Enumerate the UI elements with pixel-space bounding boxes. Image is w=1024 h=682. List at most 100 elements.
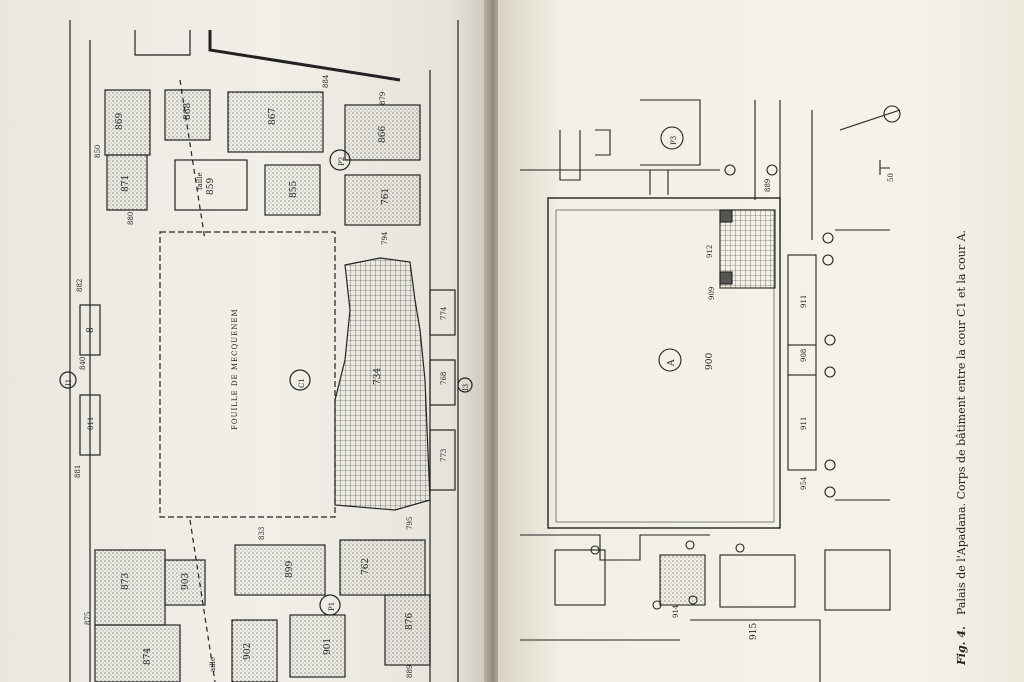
room-774 <box>429 289 456 336</box>
room-855 <box>264 164 321 216</box>
room-label: 879 <box>379 92 387 105</box>
north-arrow-icon <box>839 109 901 131</box>
room-label: 868 <box>183 103 193 120</box>
room-859 <box>174 159 248 211</box>
room-label: 880 <box>127 212 135 225</box>
pillar <box>822 254 834 266</box>
pillar <box>590 545 600 555</box>
room-867 <box>227 91 324 153</box>
room-label: 902 <box>243 643 253 660</box>
left-plan <box>59 20 473 682</box>
room-871 <box>106 154 148 211</box>
right-page <box>498 0 1024 682</box>
fault-line <box>189 519 216 682</box>
wall <box>559 130 581 181</box>
room-label: 855 <box>289 181 299 198</box>
pillar-base <box>719 271 733 285</box>
room-773 <box>429 429 456 491</box>
wall <box>208 30 401 82</box>
room-874 <box>94 624 181 682</box>
courtyard-a <box>547 197 781 529</box>
marker-a-circle <box>658 348 682 372</box>
wall <box>520 534 710 561</box>
room-911-lower <box>787 374 817 471</box>
pillar-base <box>719 209 733 223</box>
room-label: 795 <box>406 517 414 530</box>
marker-label-a: A <box>667 359 677 367</box>
room-label: 900 <box>705 353 715 370</box>
room-label: 911 <box>800 417 808 430</box>
room-label: 899 <box>285 561 295 578</box>
room-label: 761 <box>381 188 391 205</box>
room-768 <box>429 359 456 406</box>
right-plan-labels: 900 912 909 911 911 908 954 889 914 915 … <box>667 136 895 640</box>
room-label: 889 <box>406 665 414 678</box>
room-label: 774 <box>440 306 448 320</box>
room-label: 881 <box>74 465 82 478</box>
room-label: 768 <box>440 372 448 385</box>
room-label: 876 <box>405 613 415 630</box>
pillar <box>824 459 836 471</box>
room-label: 869 <box>115 113 125 130</box>
room <box>719 554 796 608</box>
room-label: 903 <box>181 573 191 590</box>
room-8 <box>79 304 101 356</box>
scale-bar-icon <box>879 160 890 175</box>
marker-c1-circle <box>289 369 311 391</box>
room-label: 859 <box>206 178 216 195</box>
pillar <box>735 543 745 553</box>
figure-number: Fig. 4. <box>955 626 968 666</box>
room-762 <box>339 539 426 596</box>
room-label: 833 <box>258 527 266 540</box>
wall <box>640 99 701 166</box>
room-label: 867 <box>268 108 278 125</box>
left-plan-labels: 869 868 867 866 871 859 855 761 850 880 … <box>65 74 470 678</box>
room-899 <box>234 544 326 596</box>
marker-label-i1: I1 <box>65 379 73 386</box>
pillar <box>824 486 836 498</box>
pillar <box>766 164 778 176</box>
room-903 <box>164 559 206 606</box>
room-902 <box>231 619 278 682</box>
room-869 <box>104 89 151 156</box>
room-label: 882 <box>76 279 84 292</box>
room-label: 889 <box>764 179 772 192</box>
marker-p1-circle <box>319 594 341 616</box>
pillar <box>652 600 662 610</box>
figure-caption: Fig. 4. Palais de l'Apadana. Corps de bâ… <box>955 230 968 666</box>
room-label: 734 <box>373 368 383 385</box>
room-873 <box>94 549 166 626</box>
wall <box>134 30 191 56</box>
room-911-upper <box>787 254 817 346</box>
scale-label: 50 <box>887 173 895 182</box>
room <box>824 549 891 611</box>
room-label: 8 <box>86 327 96 333</box>
room-label: 773 <box>440 449 448 462</box>
room <box>659 554 706 606</box>
room-label: 866 <box>378 126 388 143</box>
room-label: 884 <box>322 74 330 88</box>
fault-label: aille <box>209 657 217 672</box>
room-866 <box>344 104 421 161</box>
room-811 <box>79 394 101 456</box>
marker-label-p3: P3 <box>670 136 678 145</box>
room-label: 908 <box>800 349 808 362</box>
marker-p2-circle <box>329 149 351 171</box>
marker-label-p2: P2 <box>338 157 346 166</box>
pillar <box>724 164 736 176</box>
room-label: 874 <box>143 648 153 665</box>
courtyard-c1 <box>159 231 336 518</box>
marker-label-i3: I3 <box>462 384 470 391</box>
room-label: 762 <box>361 558 371 575</box>
marker-i3-circle <box>457 377 473 393</box>
wall <box>520 619 821 682</box>
marker-i1-circle <box>59 371 77 389</box>
room-label: 871 <box>121 175 131 192</box>
room-868 <box>164 89 211 141</box>
pillar <box>824 366 836 378</box>
courtyard-a-inner <box>555 209 775 523</box>
room <box>554 549 606 606</box>
room-label: 794 <box>381 231 389 245</box>
